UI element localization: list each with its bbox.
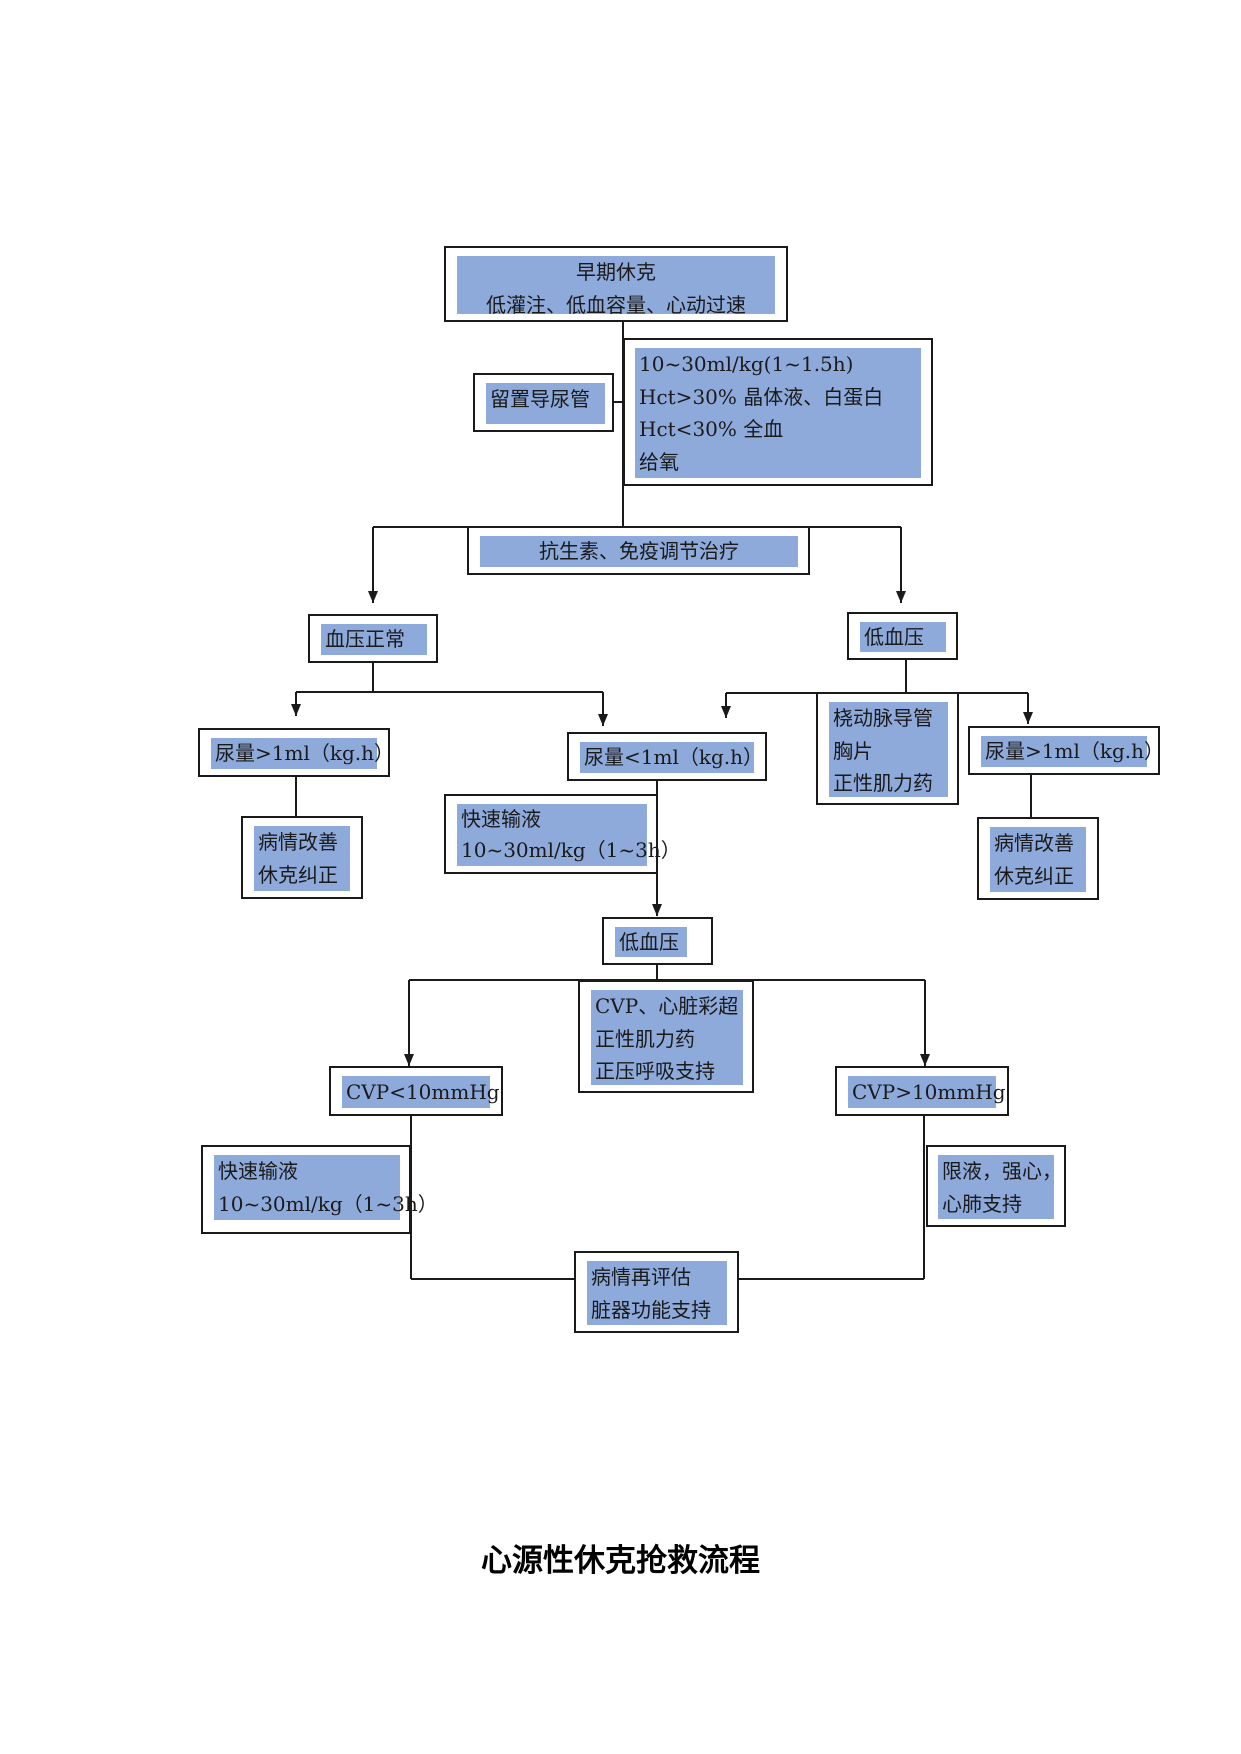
node-text: 留置导尿管	[490, 387, 590, 411]
node-cvp-low: CVP<10mmHg	[329, 1066, 503, 1116]
node-text: 病情再评估	[591, 1265, 691, 1289]
node-fluid-therapy: 10~30ml/kg(1~1.5h) Hct>30% 晶体液、白蛋白 Hct<3…	[623, 338, 933, 486]
node-text: 休克纠正	[258, 862, 338, 887]
node-rapid-fluid-2: 快速输液 10~30ml/kg（1~3h）	[201, 1145, 438, 1234]
node-text: 10~30ml/kg（1~3h）	[461, 838, 681, 862]
node-cvp-echo: CVP、心脏彩超 正性肌力药 正压呼吸支持	[578, 980, 754, 1093]
node-text: 低血压	[619, 930, 679, 954]
node-improve-left: 病情改善 休克纠正	[241, 816, 363, 899]
node-catheter: 留置导尿管	[473, 373, 614, 432]
node-text: 桡动脉导管	[833, 706, 933, 730]
node-text: 尿量<1ml（kg.h）	[584, 745, 764, 769]
node-text: 快速输液	[218, 1159, 298, 1183]
node-hypotension-2: 低血压	[602, 917, 713, 965]
page-title: 心源性休克抢救流程	[481, 1543, 760, 1579]
node-text: 病情改善	[994, 831, 1074, 855]
node-urine-high-left: 尿量>1ml（kg.h）	[198, 728, 395, 777]
node-text: 正性肌力药	[595, 1026, 695, 1051]
node-cvp-high: CVP>10mmHg	[835, 1066, 1009, 1116]
node-text: 给氧	[639, 449, 679, 474]
node-reassess: 病情再评估 脏器功能支持	[574, 1251, 739, 1333]
node-text: 胸片	[833, 738, 873, 763]
node-text: 正性肌力药	[833, 771, 933, 795]
node-text: 尿量>1ml（kg.h）	[985, 739, 1165, 763]
node-text: CVP>10mmHg	[852, 1080, 1006, 1104]
node-text: 心肺支持	[942, 1191, 1022, 1216]
node-urine-low: 尿量<1ml（kg.h）	[567, 732, 767, 781]
node-text: CVP、心脏彩超	[595, 994, 739, 1018]
node-bp-normal: 血压正常	[308, 614, 438, 663]
node-rapid-fluid: 快速输液 10~30ml/kg（1~3h）	[444, 794, 681, 874]
node-text: 病情改善	[258, 830, 338, 854]
node-text: Hct<30% 全血	[639, 417, 784, 441]
node-text: 抗生素、免疫调节治疗	[539, 539, 739, 563]
node-hypotension: 低血压	[847, 612, 958, 660]
node-text: 限液，强心，	[942, 1159, 1062, 1183]
node-text: CVP<10mmHg	[346, 1080, 500, 1104]
node-restrict-fluid: 限液，强心， 心肺支持	[926, 1145, 1066, 1227]
node-urine-high-right: 尿量>1ml（kg.h）	[968, 726, 1165, 775]
node-text: 10~30ml/kg(1~1.5h)	[639, 352, 854, 376]
node-text: 脏器功能支持	[591, 1297, 711, 1322]
node-early-shock: 早期休克 低灌注、低血容量、心动过速	[444, 246, 788, 322]
node-text: 低灌注、低血容量、心动过速	[486, 292, 746, 317]
node-text: 低血压	[864, 625, 924, 649]
node-text: Hct>30% 晶体液、白蛋白	[639, 384, 884, 409]
node-antibiotic: 抗生素、免疫调节治疗	[467, 526, 810, 575]
node-text: 正压呼吸支持	[595, 1059, 715, 1083]
node-text: 尿量>1ml（kg.h）	[215, 741, 395, 765]
node-text: 快速输液	[461, 807, 541, 831]
node-text: 10~30ml/kg（1~3h）	[218, 1191, 438, 1216]
node-radial-artery: 桡动脉导管 胸片 正性肌力药	[816, 692, 959, 805]
node-text: 血压正常	[325, 627, 405, 651]
node-improve-right: 病情改善 休克纠正	[977, 817, 1099, 900]
node-text: 休克纠正	[994, 863, 1074, 888]
node-text: 早期休克	[576, 260, 656, 284]
